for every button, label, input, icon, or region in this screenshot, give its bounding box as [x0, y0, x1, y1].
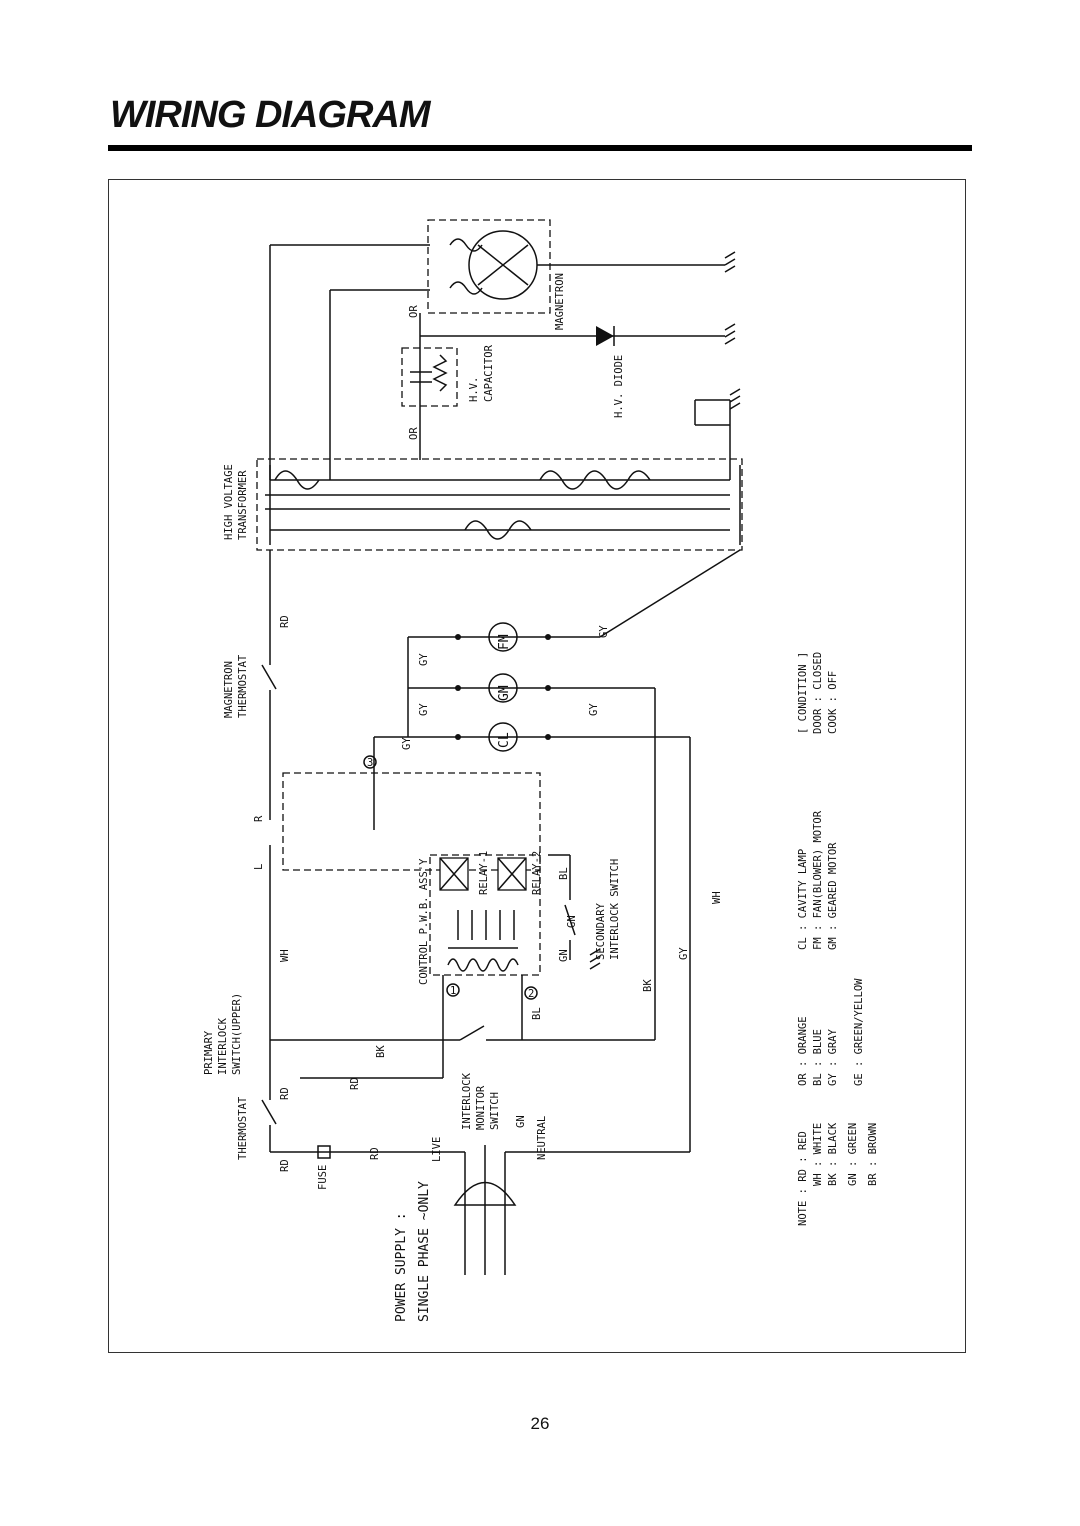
power-supply-label-2: SINGLE PHASE ~ONLY [417, 1181, 432, 1322]
legend-fm: FM : FAN(BLOWER) MOTOR [812, 810, 824, 950]
power-supply-label-1: POWER SUPPLY : [394, 1212, 409, 1322]
relay-2-label: RELAY-2 [531, 851, 543, 895]
wire-label-bk-2: BK [642, 979, 654, 992]
fuse-label: FUSE [317, 1165, 329, 1190]
terminal-l-label: L [253, 864, 265, 870]
condition-line-1: DOOR : CLOSED [812, 652, 824, 734]
page-title: WIRING DIAGRAM [110, 94, 431, 136]
wire-label-or-1: OR [408, 305, 420, 318]
node-2-marker [524, 986, 538, 1000]
wire-label-bl-1: BL [558, 867, 570, 880]
wire-label-bl-2: BL [531, 1007, 543, 1020]
hv-capacitor-label-2: CAPACITOR [483, 344, 495, 402]
magnetron-thermostat-label-2: THERMOSTAT [237, 654, 249, 718]
monitor-switch-label-2: MONITOR [475, 1085, 487, 1130]
monitor-switch-label-1: INTERLOCK [461, 1072, 473, 1130]
cl-label: CL [497, 732, 512, 748]
thermostat-label: THERMOSTAT [237, 1096, 249, 1160]
magnetron-thermostat-label-1: MAGNETRON [223, 661, 235, 718]
wire-label-wh-2: WH [711, 891, 723, 904]
wire-label-gy-4: GY [598, 625, 610, 638]
control-pwb [282, 737, 541, 1078]
wire-label-gy-1: GY [418, 653, 430, 666]
primary-switch-label-2: INTERLOCK [217, 1017, 229, 1075]
page-number: 26 [530, 1414, 550, 1433]
legend-gy: GY : GRAY [827, 1028, 839, 1086]
hv-transformer-label-1: HIGH VOLTAGE [223, 464, 235, 540]
node-2-label: 2 [528, 988, 534, 1000]
secondary-switch-label-2: INTERLOCK SWITCH [609, 859, 621, 960]
relay-1-label: RELAY-1 [478, 851, 490, 895]
condition-heading: [ CONDITION ] [797, 652, 809, 734]
wiring-diagram: MAGNETRON H.V. CAPACITOR H.V. DIODE HIGH… [203, 219, 879, 1322]
node-1-marker [446, 983, 460, 997]
primary-switch-label-3: SWITCH(UPPER) [231, 993, 243, 1075]
title-rule [108, 145, 972, 151]
wire-label-rd-3: RD [279, 1159, 291, 1172]
wire-label-rd-4: RD [349, 1077, 361, 1090]
fm-label: FM [497, 634, 512, 650]
legend-colors-2: NOTE : RD : RED WH : WHITE BK : BLACK GN… [797, 1122, 879, 1226]
condition-block: [ CONDITION ] DOOR : CLOSED COOK : OFF [797, 652, 839, 734]
wire-label-gy-2: GY [418, 703, 430, 716]
hv-transformer [256, 458, 743, 551]
wire-label-gy-3: GY [401, 737, 413, 750]
legend-bl: BL : BLUE [812, 1029, 824, 1086]
node-3-marker [363, 755, 377, 769]
load-branches [374, 549, 741, 1153]
legend-rd: NOTE : RD : RED [797, 1131, 809, 1226]
hv-diode-label: H.V. DIODE [613, 355, 625, 418]
wire-label-bk-1: BK [375, 1045, 387, 1058]
legend-gm: GM : GEARED MOTOR [827, 842, 839, 950]
node-1-label: 1 [450, 985, 456, 997]
wire-label-rd-5: RD [369, 1147, 381, 1160]
primary-switch-label-1: PRIMARY [203, 1030, 215, 1075]
control-pwb-label: CONTROL P.W.B. ASS'Y [418, 858, 430, 985]
legend-ge: GE : GREEN/YELLOW [853, 978, 865, 1086]
terminal-r-label: R [253, 815, 265, 822]
power-plug [453, 1145, 517, 1275]
neutral-label: NEUTRAL [536, 1116, 548, 1160]
legend-colors-1: OR : ORANGE BL : BLUE GY : GRAY GE : GRE… [797, 978, 865, 1086]
secondary-switch-label-1: SECONDARY [595, 902, 607, 960]
condition-line-2: COOK : OFF [827, 671, 839, 734]
legend-or: OR : ORANGE [797, 1016, 809, 1086]
wire-label-wh-1: WH [279, 949, 291, 962]
live-label: LIVE [431, 1137, 443, 1162]
monitor-switch-label-3: SWITCH [489, 1092, 501, 1130]
wire-label-gn-1: GN [558, 949, 570, 962]
hv-transformer-label-2: TRANSFORMER [237, 470, 249, 540]
node-3-label: 3 [367, 757, 373, 769]
wire-label-gy-6: GY [678, 947, 690, 960]
gm-label: GM [497, 685, 512, 701]
wire-label-gn-2: GN [566, 915, 578, 928]
hv-diode [420, 326, 731, 480]
wire-label-gn-3: GN [515, 1115, 527, 1128]
magnetron [427, 219, 725, 314]
wire-label-rd-1: RD [279, 615, 291, 628]
legend-components: CL : CAVITY LAMP FM : FAN(BLOWER) MOTOR … [797, 810, 839, 950]
wire-label-gy-5: GY [588, 703, 600, 716]
magnetron-label: MAGNETRON [554, 273, 566, 330]
wire-label-rd-2: RD [279, 1087, 291, 1100]
legend-cl: CL : CAVITY LAMP [797, 849, 809, 950]
hv-capacitor-label-1: H.V. [468, 377, 480, 402]
legend-bk: BK : BLACK [827, 1122, 839, 1186]
legend-wh: WH : WHITE [812, 1123, 824, 1186]
hv-capacitor [401, 313, 458, 460]
wire-label-or-2: OR [408, 427, 420, 440]
diagram-frame [108, 179, 966, 1353]
ground-symbols [724, 251, 741, 410]
legend-gn: GN : GREEN [847, 1123, 859, 1186]
legend-br: BR : BROWN [867, 1123, 879, 1186]
